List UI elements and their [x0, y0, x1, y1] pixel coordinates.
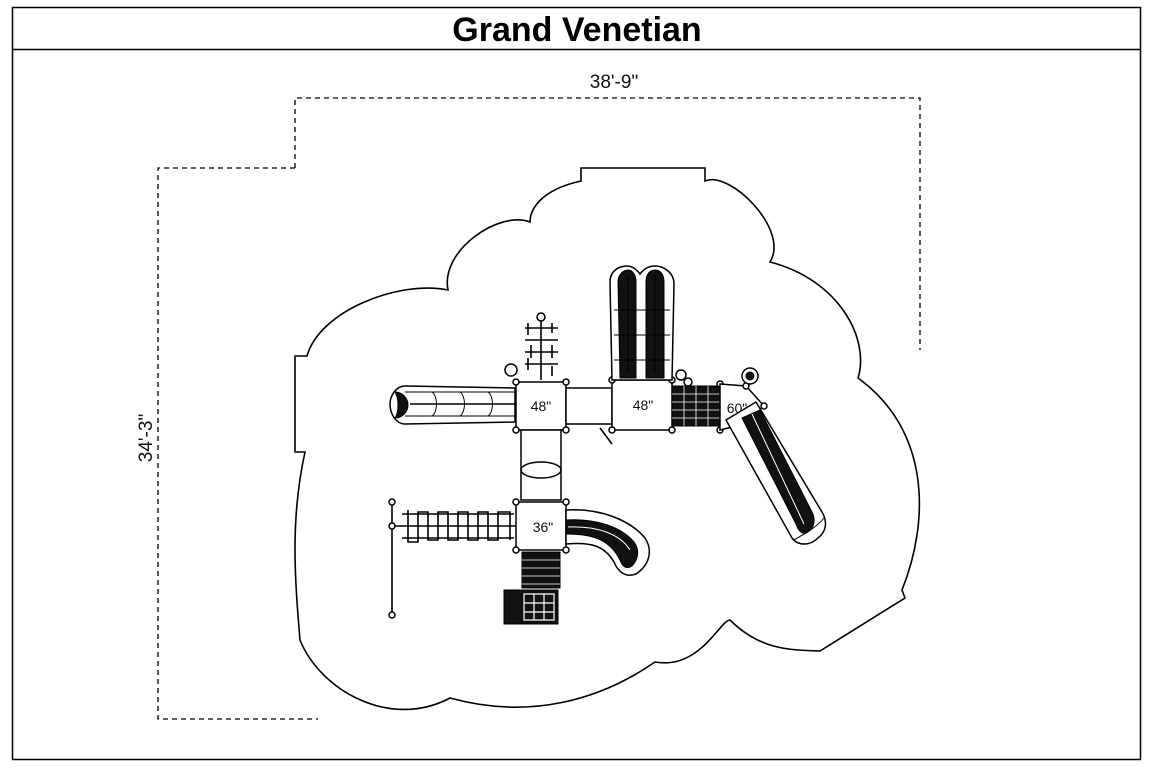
spiral-slide-right [724, 400, 827, 545]
activity-panel [503, 589, 559, 625]
crawl-tube [520, 429, 562, 501]
wave-slide [565, 509, 651, 576]
overhead-ladder [388, 498, 516, 619]
deck-left: 48" [512, 378, 570, 434]
bridge-walkway [565, 387, 613, 425]
deck-center-height: 48" [633, 397, 654, 413]
use-zone-outline [294, 167, 921, 711]
plan-title: Grand Venetian [452, 11, 701, 49]
drawing-border [11, 6, 1142, 761]
width-dimension-label: 38'-9" [590, 72, 638, 93]
spiral-climber [504, 312, 558, 380]
left-tube-slide [389, 385, 516, 425]
width-dimension: 38'-9" [294, 72, 921, 350]
chain-bridge [671, 380, 724, 434]
deck-left-height: 48" [531, 398, 552, 414]
depth-dimension-label: 34'-3" [136, 414, 157, 462]
deck-lower: 36" [512, 498, 570, 554]
double-slide [609, 265, 693, 387]
depth-dimension: 34'-3" [136, 167, 318, 720]
deck-lower-height: 36" [533, 519, 554, 535]
entry-steps [521, 551, 561, 589]
deck-center: 48" [608, 376, 676, 434]
